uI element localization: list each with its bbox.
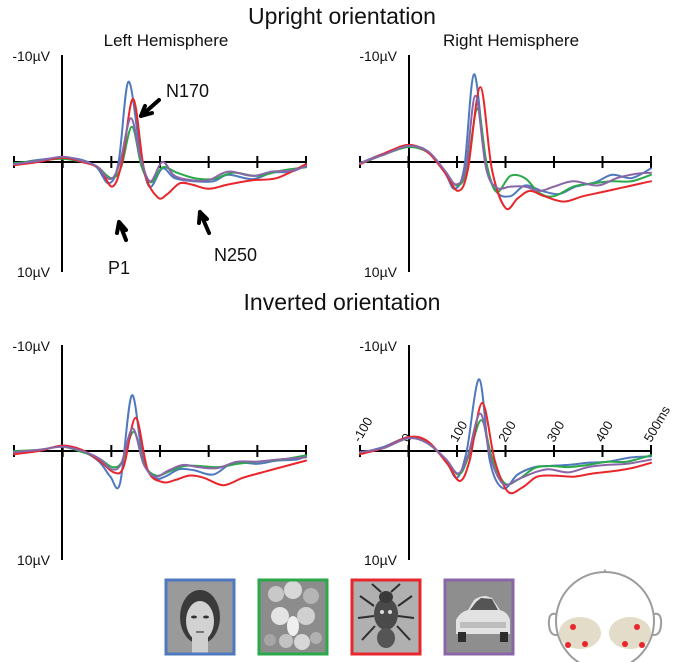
right-hemisphere-title: Right Hemisphere bbox=[443, 31, 579, 50]
erp-wave-car bbox=[13, 117, 307, 183]
x-tick-label: -100 bbox=[350, 414, 376, 444]
face-stimulus bbox=[164, 578, 236, 656]
erp-wave-car bbox=[13, 427, 307, 478]
p1-arrow-icon bbox=[115, 220, 128, 242]
arcimboldo-stimulus-frame bbox=[257, 578, 329, 656]
n170-annotation: N170 bbox=[139, 81, 209, 118]
n170-label: N170 bbox=[166, 81, 209, 101]
insect-stimulus bbox=[350, 578, 422, 656]
y-label-top: -10µV bbox=[12, 338, 50, 354]
car-stimulus bbox=[443, 578, 515, 656]
erp-wave-car bbox=[359, 412, 652, 486]
erp-wave-faces bbox=[359, 73, 652, 198]
x-tick-label: 400 bbox=[592, 418, 616, 444]
y-label-bottom: 10µV bbox=[17, 264, 51, 280]
y-label-top: -10µV bbox=[359, 48, 397, 64]
electrode-head-icon bbox=[547, 568, 663, 662]
left-hemisphere-title: Left Hemisphere bbox=[104, 31, 229, 50]
panel-upright-left: -10µV 10µV bbox=[12, 48, 307, 280]
x-tick-label: 100 bbox=[447, 418, 471, 444]
p1-label: P1 bbox=[108, 258, 130, 278]
x-tick-label: 200 bbox=[495, 418, 519, 444]
x-tick-label: 500ms bbox=[641, 403, 674, 445]
n170-arrow-icon bbox=[139, 98, 161, 118]
erp-wave-insect bbox=[359, 401, 652, 495]
x-tick-label: 300 bbox=[544, 418, 568, 444]
inverted-orientation-title: Inverted orientation bbox=[244, 289, 441, 315]
n250-annotation: N250 bbox=[197, 210, 257, 265]
panel-upright-right: -10µV 10µV bbox=[359, 48, 652, 280]
y-label-bottom: 10µV bbox=[364, 552, 398, 568]
p1-annotation: P1 bbox=[108, 220, 130, 278]
y-label-top: -10µV bbox=[359, 338, 397, 354]
erp-panels: -10µV 10µV -10µV 10µV -10µV 10µV -10µV 10µV -100… bbox=[12, 48, 673, 568]
n250-arrow-icon bbox=[197, 210, 211, 235]
panel-inverted-left: -10µV 10µV bbox=[12, 338, 307, 568]
erp-wave-car bbox=[359, 94, 652, 192]
stimulus-legend bbox=[164, 578, 515, 656]
erp-wave-insect bbox=[13, 416, 307, 487]
erp-wave-insect bbox=[13, 97, 307, 200]
face-stimulus-frame bbox=[164, 578, 236, 656]
arcimboldo-stimulus bbox=[257, 578, 329, 656]
n250-label: N250 bbox=[214, 245, 257, 265]
y-label-top: -10µV bbox=[12, 48, 50, 64]
insect-stimulus-frame bbox=[350, 578, 422, 656]
y-label-bottom: 10µV bbox=[364, 264, 398, 280]
upright-orientation-title: Upright orientation bbox=[248, 3, 436, 29]
y-label-bottom: 10µV bbox=[17, 552, 51, 568]
car-stimulus-frame bbox=[443, 578, 515, 656]
